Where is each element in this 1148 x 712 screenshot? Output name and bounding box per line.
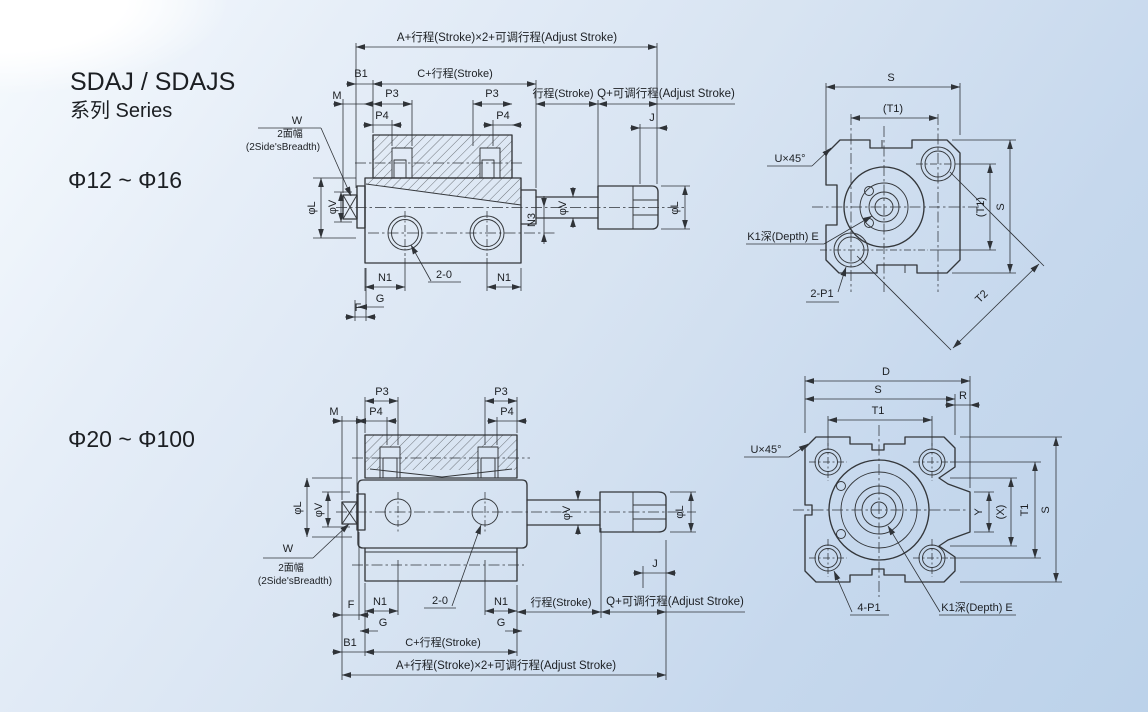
centerlines [336,162,686,256]
dim-label-g: G [376,293,385,305]
extension-lines [804,376,1062,583]
dim-label-b1: B1 [354,68,367,80]
dim-label-p3: P3 [375,386,388,398]
dim-label-y: Y [973,508,985,516]
dim-label-n3: N3 [526,213,538,227]
view-side-large-bore: M P3 P4 P3 P4 F N1 2-0 N1 G G B1 C+行程(St… [258,386,745,680]
body-outline [804,436,971,583]
dim-label-n1: N1 [378,272,392,284]
dim-label-n1: N1 [497,272,511,284]
dim-label-w-en: (2Side'sBreadth) [246,142,320,153]
dim-label-p3: P3 [385,88,398,100]
hole-label-2p1: 2-P1 [810,288,833,300]
dim-label-x-paren: (X) [995,505,1007,520]
view-end-small-bore: S (T1) (T1) S T2 U×45° K1深(Depth) E 2-P1 [746,72,1045,351]
centerlines [793,425,967,597]
dim-label-phi-v: φV [313,502,325,517]
dimension-labels: D S R T1 Y (X) T1 S U×45° 4-P1 K1深(Depth… [750,366,1052,614]
dim-label-d: D [882,366,890,378]
dim-label-stroke: 行程(Stroke) [530,596,591,609]
dimension-lines [746,84,1040,349]
dim-label-phi-v: φV [561,505,573,520]
dim-label-phi-l: φL [292,501,304,514]
dim-label-t1-paren: (T1) [975,197,987,217]
dim-label-q-adjust: Q+可调行程(Adjust Stroke) [606,595,744,608]
dimension-lines [258,44,735,320]
cylinder-outline [342,134,659,264]
dim-label-w: W [292,115,303,127]
hole-label-4p1: 4-P1 [857,602,880,614]
dim-label-r: R [959,390,967,402]
dim-label-phi-l: φL [669,201,681,214]
bore-range-large: Φ20 ~ Φ100 [68,426,195,452]
bore-range-small: Φ12 ~ Φ16 [68,167,182,193]
dim-label-phi-v: φV [327,199,339,214]
dimension-lines [263,398,745,678]
view-end-large-bore: D S R T1 Y (X) T1 S U×45° 4-P1 K1深(Depth… [744,366,1062,616]
dim-label-w-cn: 2面幅 [277,127,303,140]
dim-label-w-cn: 2面幅 [278,561,304,574]
dim-label-w: W [283,543,294,555]
dim-label-p3: P3 [494,386,507,398]
dim-label-c-stroke: C+行程(Stroke) [417,67,493,80]
dimension-labels: A+行程(Stroke)×2+可调行程(Adjust Stroke) B1 C+… [246,31,735,314]
dim-label-m: M [329,406,338,418]
dim-label-p4: P4 [369,406,382,418]
dim-label-b1: B1 [343,637,356,649]
dimension-labels: M P3 P4 P3 P4 F N1 2-0 N1 G G B1 C+行程(St… [258,386,744,672]
depth-label-k1: K1深(Depth) E [747,230,819,243]
port-label: 2-0 [432,595,448,607]
dim-label-s: S [887,72,894,84]
dim-label-n1: N1 [494,596,508,608]
dim-label-t2: T2 [973,288,991,306]
dim-label-t1: T1 [1019,504,1031,517]
page-header: SDAJ / SDAJS 系列 Series Φ12 ~ Φ16 Φ20 ~ Φ… [68,68,235,452]
port-label: 2-0 [436,269,452,281]
dim-label-n1: N1 [373,596,387,608]
view-side-small-bore: A+行程(Stroke)×2+可调行程(Adjust Stroke) B1 C+… [246,31,735,321]
dim-label-p4: P4 [496,110,509,122]
dim-label-q-adjust: Q+可调行程(Adjust Stroke) [597,87,735,100]
dim-label-g: G [497,617,506,629]
dim-label-w-en: (2Side'sBreadth) [258,576,332,587]
dim-label-t1: T1 [872,405,885,417]
dimension-lines [744,378,1059,616]
dim-label-t1-paren: (T1) [883,103,903,115]
dim-label-a-stroke: A+行程(Stroke)×2+可调行程(Adjust Stroke) [397,31,617,44]
dimension-labels: S (T1) (T1) S T2 U×45° K1深(Depth) E 2-P1 [747,72,1007,306]
dim-label-s: S [874,384,881,396]
dim-label-g: G [379,617,388,629]
cylinder-outline [341,434,667,582]
dim-label-stroke: 行程(Stroke) [532,87,593,100]
dim-label-s: S [995,203,1007,210]
dim-label-c-stroke: C+行程(Stroke) [405,636,481,649]
dim-label-m: M [332,90,341,102]
section-hatching [365,435,517,470]
page-corner-highlight [0,0,230,95]
dim-label-j: J [652,558,658,570]
dim-label-f: F [348,599,355,611]
dim-label-p4: P4 [375,110,388,122]
dim-label-s: S [1040,506,1052,513]
series-title: SDAJ / SDAJS [70,68,235,96]
dim-label-p3: P3 [485,88,498,100]
dim-label-phi-l: φL [306,201,318,214]
dim-label-j: J [649,112,655,124]
centerlines [336,457,696,566]
chamfer-label-u45: U×45° [774,153,805,165]
depth-label-k1: K1深(Depth) E [941,601,1013,614]
dim-label-phi-l: φL [674,505,686,518]
dim-label-f: F [355,302,362,314]
dim-label-phi-v: φV [557,200,569,215]
dim-label-a-stroke: A+行程(Stroke)×2+可调行程(Adjust Stroke) [396,659,616,672]
series-subtitle: 系列 Series [70,99,172,122]
dim-label-p4: P4 [500,406,513,418]
section-hatching [365,135,521,205]
body-outline [825,139,961,274]
chamfer-label-u45: U×45° [750,444,781,456]
extension-lines [825,83,1045,351]
